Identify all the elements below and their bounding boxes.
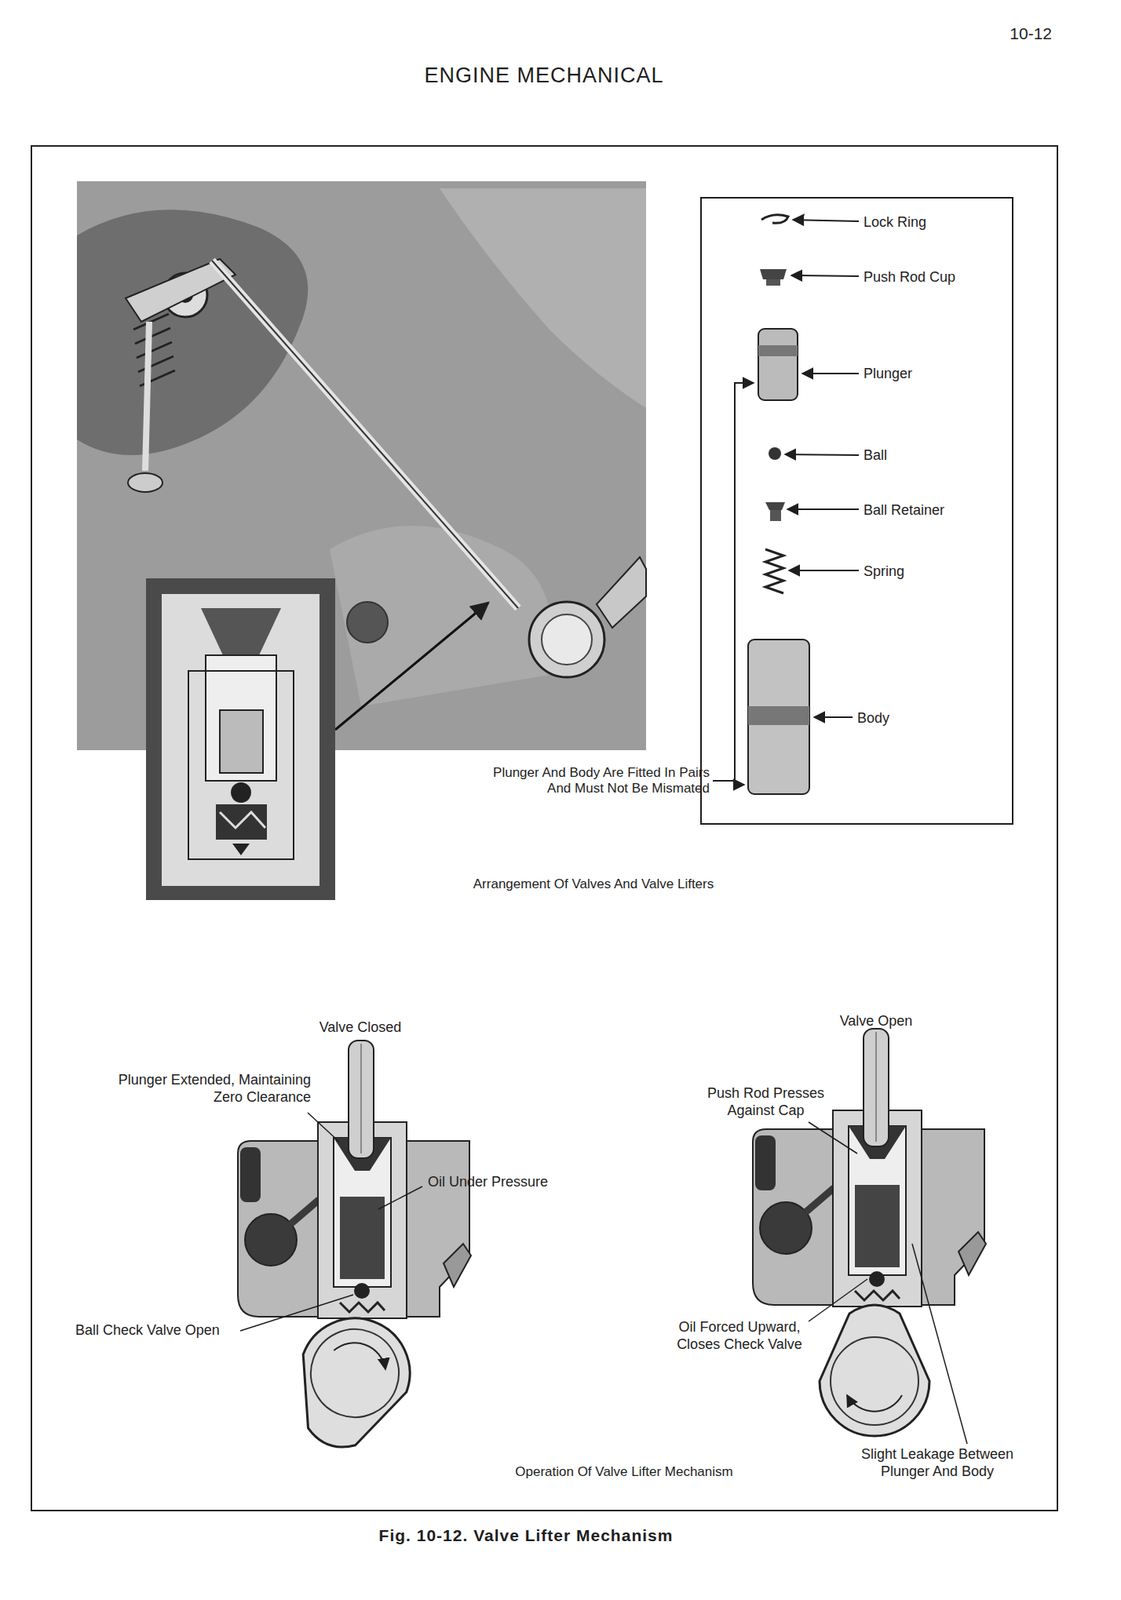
figure-caption: Fig. 10-12. Valve Lifter Mechanism	[329, 1526, 723, 1546]
part-name: Plunger	[863, 365, 1005, 384]
callout-label: Slight Leakage Between Plunger And Body	[850, 1446, 1024, 1481]
part-name: Lock Ring	[863, 214, 1005, 232]
view-title: Arrangement Of Valves And Valve Lifters	[436, 876, 751, 893]
callout-label: Oil Under Pressure	[427, 1174, 601, 1192]
view-title: Operation Of Valve Lifter Mechanism	[482, 1464, 766, 1481]
callout-label: Plunger Extended, Maintaining Zero Clear…	[114, 1072, 311, 1107]
page-heading: ENGINE MECHANICAL	[308, 62, 780, 88]
fitting-note: Plunger And Body Are Fitted In Pairs And…	[485, 765, 710, 798]
callout-label: Oil Forced Upward, Closes Check Valve	[668, 1319, 811, 1354]
callout-label: Ball Check Valve Open	[75, 1322, 238, 1341]
page-number: 10-12	[973, 23, 1052, 44]
state-label: Valve Closed	[281, 1019, 439, 1038]
callout-label: Push Rod Presses Against Cap	[701, 1085, 831, 1120]
part-name: Ball	[863, 447, 1005, 465]
part-name: Ball Retainer	[863, 502, 1005, 520]
parts-panel: Lock RingPush Rod CupPlungerBallBall Ret…	[700, 197, 1014, 826]
part-name: Spring	[863, 563, 1005, 581]
state-label: Valve Open	[797, 1013, 955, 1031]
part-name: Push Rod Cup	[863, 269, 1005, 287]
part-name: Body	[857, 710, 999, 728]
